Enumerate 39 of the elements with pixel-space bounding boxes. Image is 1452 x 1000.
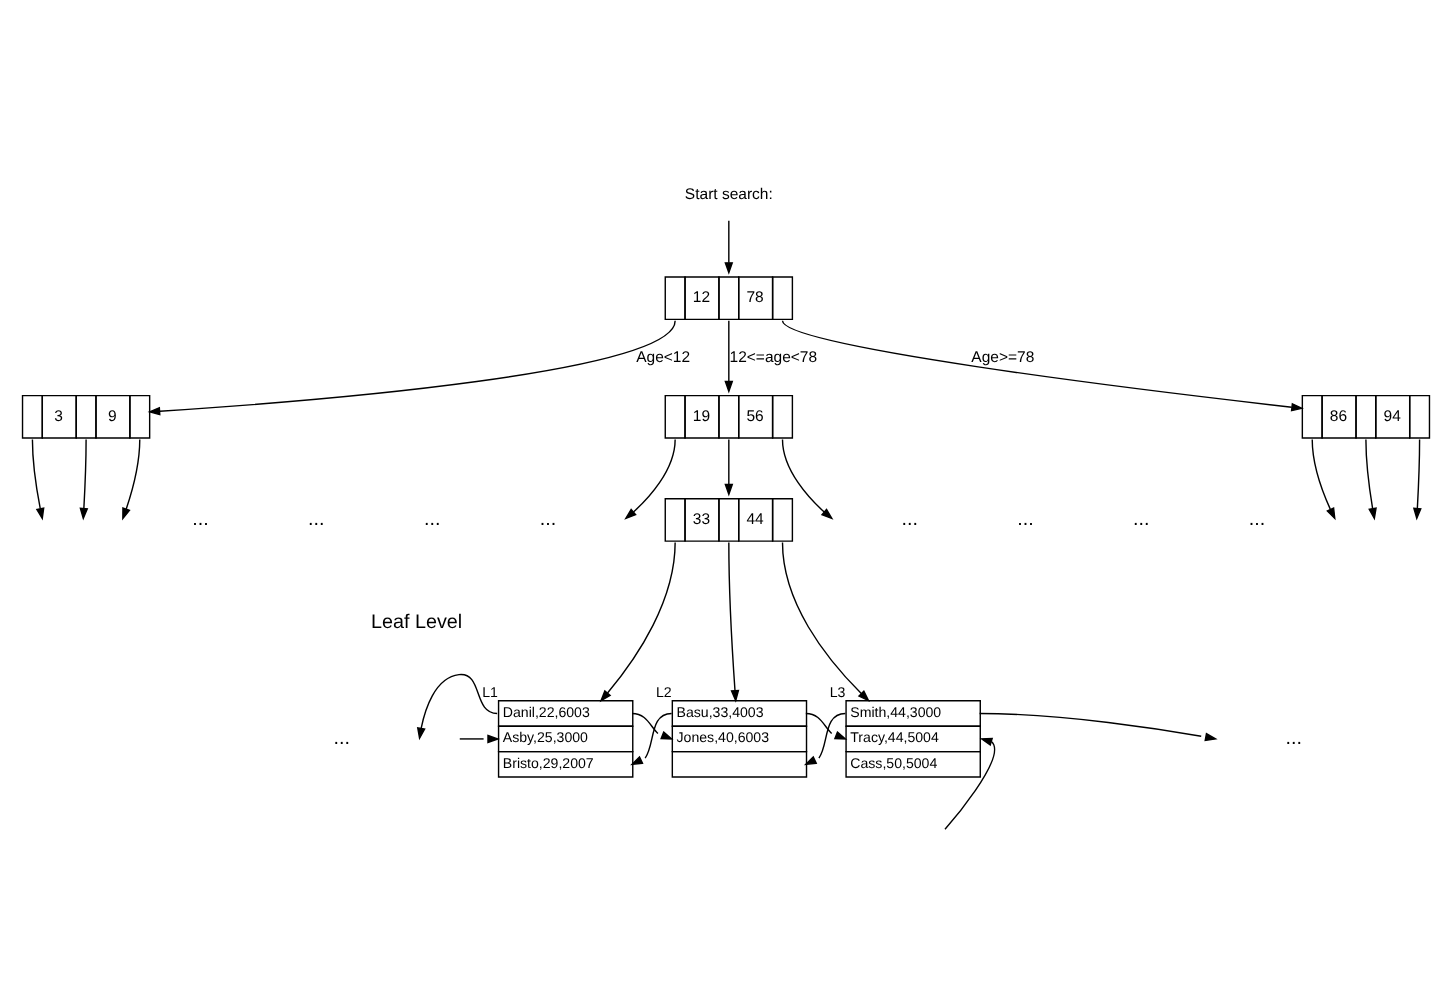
- label: Leaf Level: [371, 612, 463, 635]
- arrow: [944, 737, 995, 830]
- arrow: [805, 712, 848, 740]
- arrow: [803, 712, 847, 766]
- label: ...: [1248, 509, 1266, 532]
- edge-label: 12<=age<78: [729, 347, 818, 366]
- arrow: [459, 734, 500, 744]
- arrow: [79, 438, 89, 521]
- label: ...: [308, 509, 325, 532]
- arrow: [724, 220, 734, 275]
- arrow: [728, 541, 740, 703]
- arrow: [416, 673, 498, 741]
- arrow: [1365, 438, 1377, 521]
- arrow: [724, 320, 734, 394]
- arrow: [781, 541, 870, 703]
- arrow: [631, 712, 674, 740]
- label: ...: [192, 509, 209, 532]
- label: ...: [1285, 728, 1303, 751]
- label: ...: [901, 509, 918, 532]
- arrow: [624, 438, 676, 520]
- arrow: [1311, 438, 1336, 521]
- arrow: [1412, 438, 1422, 521]
- arrow: [630, 712, 673, 766]
- arrow: [122, 438, 141, 521]
- arrow: [978, 712, 1218, 742]
- label: ...: [333, 728, 351, 751]
- label: ...: [539, 509, 557, 532]
- edge-label: Age<12: [636, 347, 691, 366]
- edge-label: Age>=78: [971, 347, 1035, 366]
- arrow: [724, 438, 734, 497]
- arrow: [599, 541, 676, 703]
- arrow: [781, 438, 834, 520]
- arrow: [781, 320, 1304, 412]
- arrow: [147, 320, 676, 416]
- label: ...: [1133, 509, 1150, 532]
- label: ...: [423, 509, 441, 532]
- node-text: Start search:: [684, 185, 773, 204]
- arrow: [31, 438, 45, 521]
- label: ...: [1017, 509, 1034, 532]
